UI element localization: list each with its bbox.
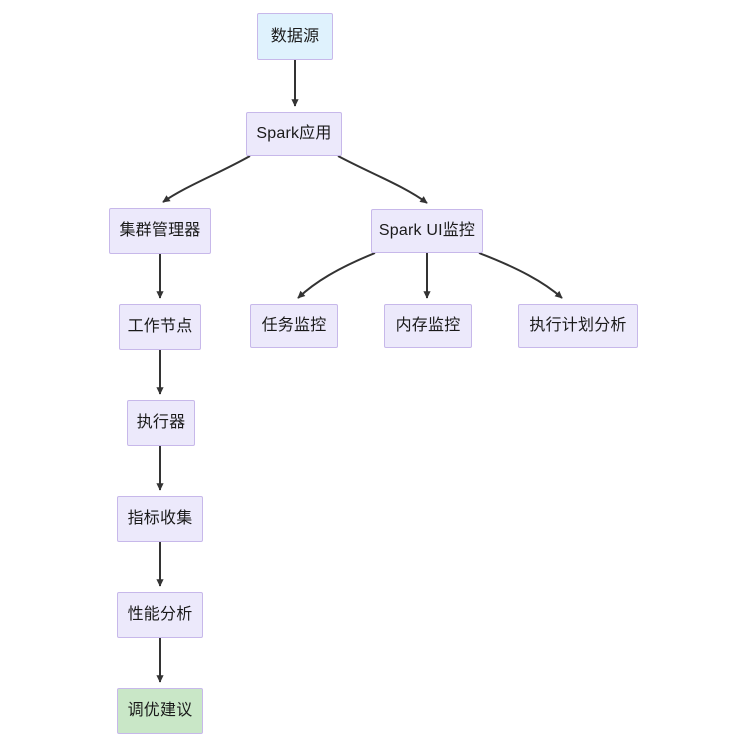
- node-metrics-collect[interactable]: 指标收集: [117, 496, 203, 542]
- node-label: 性能分析: [127, 606, 193, 623]
- node-label: 执行器: [136, 414, 186, 431]
- node-task-monitor[interactable]: 任务监控: [250, 304, 338, 348]
- node-worker-node[interactable]: 工作节点: [119, 304, 201, 350]
- node-label: 数据源: [270, 27, 320, 45]
- edge-spark-ui-monitor-to-task-monitor: [297, 252, 376, 299]
- edge-spark-app-to-spark-ui-monitor: [337, 155, 428, 204]
- node-label: 内存监控: [395, 317, 461, 334]
- node-executor[interactable]: 执行器: [127, 400, 195, 446]
- node-label: 执行计划分析: [529, 317, 627, 334]
- edge-spark-ui-monitor-to-execution-plan: [478, 252, 563, 299]
- node-cluster-manager[interactable]: 集群管理器: [109, 208, 211, 254]
- node-label: 指标收集: [127, 510, 193, 527]
- edge-paths: [156, 60, 563, 683]
- node-label: Spark UI监控: [378, 222, 476, 239]
- node-memory-monitor[interactable]: 内存监控: [384, 304, 472, 348]
- node-execution-plan[interactable]: 执行计划分析: [518, 304, 638, 348]
- node-spark-ui-monitor[interactable]: Spark UI监控: [371, 209, 483, 253]
- node-label: 集群管理器: [119, 222, 201, 239]
- node-tuning-advice[interactable]: 调优建议: [117, 688, 203, 734]
- node-label: Spark应用: [256, 125, 332, 142]
- node-performance-analysis[interactable]: 性能分析: [117, 592, 203, 638]
- node-data-source[interactable]: 数据源: [257, 13, 333, 60]
- node-label: 工作节点: [127, 318, 193, 335]
- node-label: 调优建议: [127, 702, 193, 719]
- node-spark-app[interactable]: Spark应用: [246, 112, 342, 156]
- node-label: 任务监控: [261, 317, 327, 334]
- edge-spark-app-to-cluster-manager: [162, 155, 251, 203]
